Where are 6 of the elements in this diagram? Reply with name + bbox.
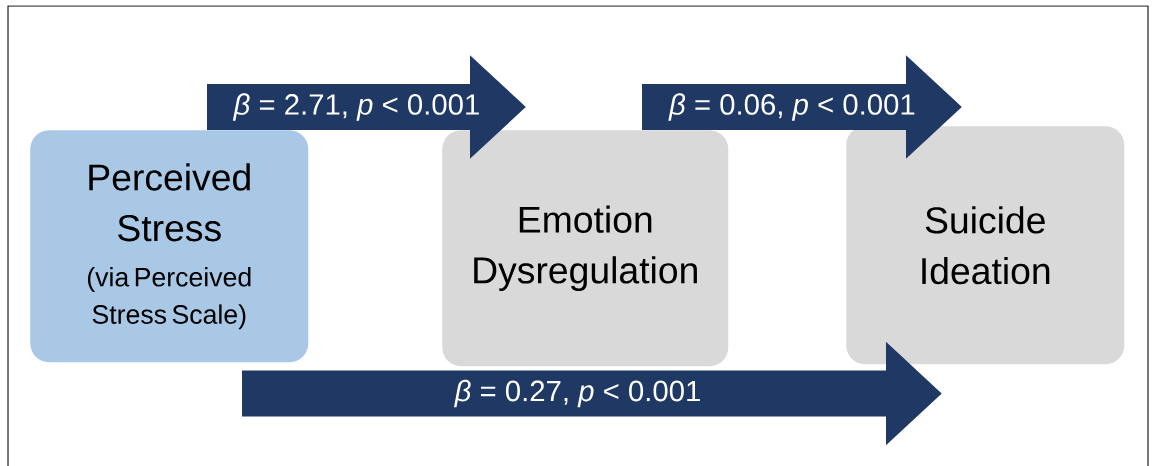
edge-label: β = 0.06, p < 0.001 (667, 92, 918, 122)
edge-label: β = 2.71, p < 0.001 (232, 92, 482, 122)
process-box: Suicide Ideation (846, 126, 1125, 365)
process-box: Emotion Dysregulation (442, 130, 729, 367)
edge-label: β = 0.27, p < 0.001 (453, 378, 703, 409)
process-box: Perceived Stress (via Perceived Stress Scale) (30, 130, 309, 363)
